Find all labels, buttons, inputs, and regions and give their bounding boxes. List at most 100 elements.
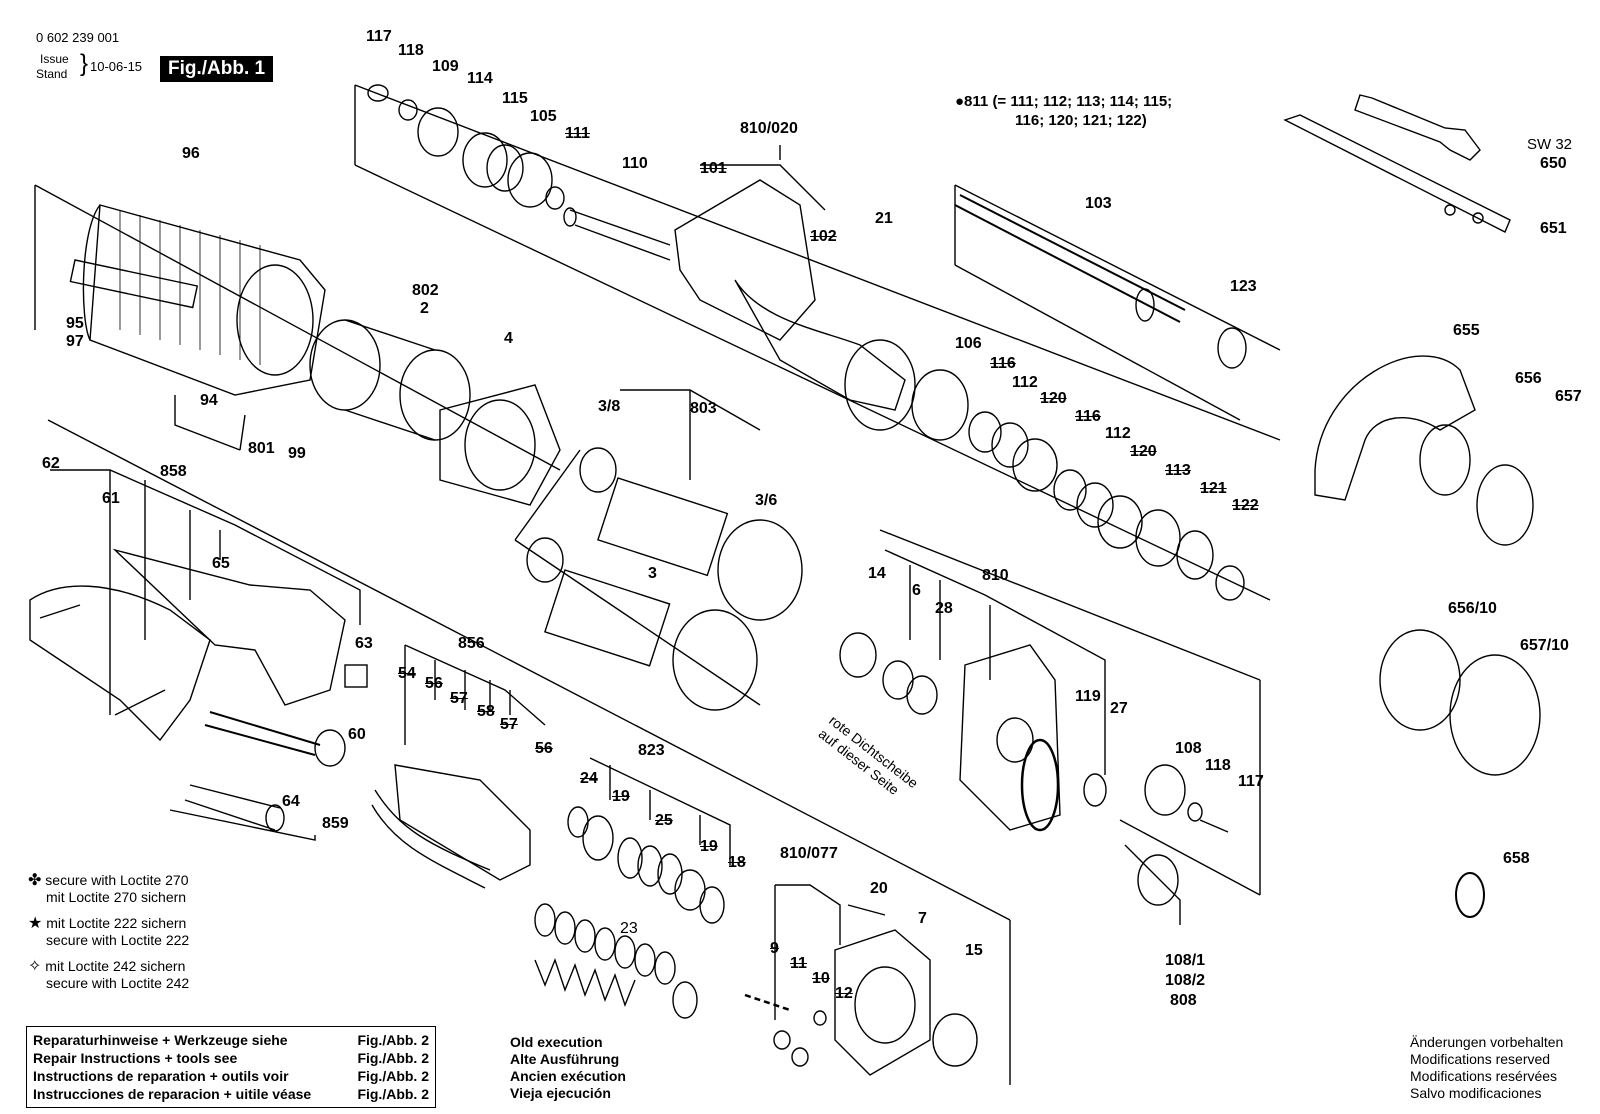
label-97: 97 [66,333,84,350]
label-118-a: 118 [398,42,424,59]
label-658: 658 [1503,850,1530,867]
gear-housing [674,179,816,341]
reference-fig: Fig./Abb. 2 [357,1068,429,1084]
label-9: 9 [770,940,779,957]
frame-line-upper-2 [354,164,1271,601]
wheel-guard [1314,355,1476,501]
label-108: 108 [1175,740,1202,757]
label-25: 25 [655,812,673,829]
label-102: 102 [810,228,837,245]
modifications-note: Änderungen vorbehalten Modifications res… [1410,1034,1563,1102]
label-116-a: 116 [990,355,1016,372]
reference-row: Instrucciones de reparacion + uitile véa… [33,1085,429,1103]
frame-line-spindle [954,184,1281,351]
label-114: 114 [467,70,493,87]
label-64: 64 [282,793,300,810]
label-19-b: 19 [700,838,718,855]
label-112-a: 112 [1012,374,1038,391]
label-21: 21 [875,210,893,227]
reference-fig: Fig./Abb. 2 [357,1032,429,1048]
label-650: 650 [1540,155,1567,172]
gearbox-flange [959,644,1061,831]
label-112-b: 112 [1105,425,1131,442]
frame-line-upper [354,84,1281,441]
label-65: 65 [212,555,230,572]
loctite-222-line1: mit Loctite 222 sichern [46,915,187,931]
label-96: 96 [182,145,200,162]
label-27: 27 [1110,700,1128,717]
old-execution-es: Vieja ejecución [510,1085,611,1101]
label-117-a: 117 [366,28,392,45]
label-95: 95 [66,315,84,332]
label-117-b: 117 [1238,773,1264,790]
reference-fig: Fig./Abb. 2 [357,1086,429,1102]
old-execution-en: Old execution [510,1034,603,1050]
label-15: 15 [965,942,983,959]
label-120-a: 120 [1040,390,1067,407]
label-810-020: 810/020 [740,120,798,137]
label-651: 651 [1540,220,1567,237]
label-57-b: 57 [500,716,518,733]
label-6: 6 [912,582,921,599]
label-18: 18 [728,854,746,871]
reference-row: Reparaturhinweise + Werkzeuge siehe Fig.… [33,1031,429,1049]
label-3-8: 3/8 [598,398,621,415]
label-808: 808 [1170,992,1197,1009]
label-108-1: 108/1 [1165,952,1206,969]
label-63: 63 [355,635,373,652]
reference-row: Instructions de reparation + outils voir… [33,1067,429,1085]
label-2: 2 [420,300,429,317]
kit-contents-2: 116; 120; 121; 122) [1015,112,1147,129]
label-3-6: 3/6 [755,492,778,509]
label-802: 802 [412,282,439,299]
label-28: 28 [935,600,953,617]
label-19-a: 19 [612,788,630,805]
label-116-b: 116 [1075,408,1101,425]
loctite-242-line2: secure with Loctite 242 [46,975,190,991]
switch-assembly [394,764,531,881]
armature-lower [544,569,671,667]
frame-line-gearbox [879,529,1261,681]
label-823: 823 [638,742,665,759]
label-120-b: 120 [1130,443,1157,460]
old-execution-fr: Ancien exécution [510,1068,626,1084]
issue-label: Issue [40,52,69,66]
old-execution-note: Old execution Alte Ausführung Ancien exé… [510,1034,626,1102]
label-810: 810 [982,567,1009,584]
label-sw32: SW 32 [1527,136,1573,153]
label-7: 7 [918,910,927,927]
issue-date: 10-06-15 [90,59,143,74]
label-810-077: 810/077 [780,845,838,862]
reference-row: Repair Instructions + tools see Fig./Abb… [33,1049,429,1067]
bearing-flange [439,384,561,506]
loctite-222-line2: secure with Loctite 222 [46,932,190,948]
legend-loctite-222: ★ mit Loctite 222 sichern secure with Lo… [28,915,189,949]
repair-references-box: Reparaturhinweise + Werkzeuge siehe Fig.… [26,1026,436,1108]
loctite-242-icon: ✧ [28,958,42,975]
label-656-10: 656/10 [1448,600,1497,617]
label-4: 4 [504,330,513,347]
loctite-270-icon: ✤ [28,872,42,889]
figure-badge: Fig./Abb. 1 [160,56,274,82]
label-656: 656 [1515,370,1542,387]
handle-cover [112,548,346,706]
label-858: 858 [160,463,187,480]
legend-loctite-270: ✤ secure with Loctite 270 mit Loctite 27… [28,872,189,906]
label-856: 856 [458,635,485,652]
label-122: 122 [1232,497,1259,514]
spanner-651 [1283,114,1511,233]
kit-marker: ●811 [955,93,989,110]
label-94: 94 [200,392,218,409]
label-24: 24 [580,770,598,787]
part-number: 0 602 239 001 [36,30,120,45]
label-61: 61 [102,490,120,507]
label-101: 101 [700,160,727,177]
label-11: 11 [790,955,807,972]
bearing-cover [834,929,931,1076]
label-56: 56 [425,675,443,692]
reference-fig: Fig./Abb. 2 [357,1050,429,1066]
label-859: 859 [322,815,349,832]
rear-handle [29,585,211,742]
kit-contents-1: (= 111; 112; 113; 114; 115; [992,93,1173,110]
